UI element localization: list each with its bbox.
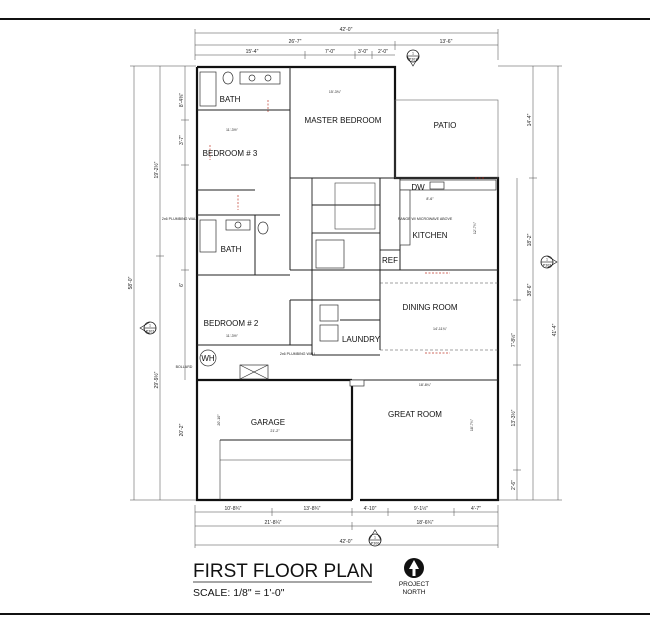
note-plumbing-mid: 2x6 PLUMBING WALL: [280, 352, 316, 356]
dim-right-mid1: 14'-4": [527, 113, 533, 126]
dim-kitchen-h: 12'-7¼": [473, 221, 477, 234]
bottom-dimensions: 10'-8¾" 13'-8¾" 4'-10" 9'-1½" 4'-7" 21'-…: [194, 505, 499, 548]
dim-master-w: 15'-3¾": [329, 90, 342, 94]
dim-right-inner2: 13'-3½": [510, 409, 517, 426]
plan-notes: 2x6 PLUMBING WALL 2x6 PLUMBING WALL RANG…: [162, 217, 453, 369]
label-bedroom2: BEDROOM # 2: [204, 319, 259, 328]
dim-left-inner3: 6': [179, 283, 185, 287]
red-annotations: [209, 100, 485, 354]
dim-great-w: 18'-8¼": [419, 383, 432, 387]
dim-right-mid3: 38'-6": [527, 283, 533, 296]
marker-left-sheet: P303: [146, 330, 154, 334]
toilet-lower: [257, 221, 269, 235]
bathtub-upper: [199, 71, 217, 107]
dim-bottom-left: 21'-8¼": [265, 520, 282, 526]
interior-walls: [197, 67, 498, 500]
label-wh: WH: [201, 354, 215, 363]
title-block: FIRST FLOOR PLAN SCALE: 1/8" = 1'-0": [193, 561, 373, 599]
vanity-upper: [239, 71, 281, 85]
section-marker-left[interactable]: 1 P303: [139, 321, 157, 335]
marker-bottom-num: 1: [374, 536, 376, 540]
label-ref: REF: [382, 256, 398, 265]
right-dimensions: 41'-4" 14'-4" 18'-2" 38'-6" 7'-8½" 13'-3…: [498, 65, 562, 501]
dim-right-outer: 41'-4": [552, 323, 558, 336]
label-bedroom3: BEDROOM # 3: [203, 149, 258, 158]
dim-left-inner4: 20'-2": [179, 423, 185, 436]
dim-bed3-w: 11'-3½": [226, 128, 239, 132]
label-kitchen: KITCHEN: [412, 231, 447, 240]
dim-bottom-seg2: 13'-8¾": [304, 506, 321, 512]
label-laundry: LAUNDRY: [342, 335, 381, 344]
dim-top-seg1: 15'-4": [246, 49, 259, 55]
plan-scale: SCALE: 1/8" = 1'-0": [193, 587, 285, 599]
note-range: RANGE W/ MICROWAVE ABOVE: [398, 217, 453, 221]
dim-top-right: 13'-6": [440, 39, 453, 45]
dim-kitchen-w: 8'-6": [426, 197, 434, 201]
dim-great-h: 18'-7¼": [470, 418, 474, 431]
dim-bottom-seg5: 4'-7": [471, 506, 481, 512]
dim-top-seg3: 3'-0": [358, 49, 368, 55]
fixtures: [199, 71, 497, 387]
dim-right-inner3: 2'-6": [511, 480, 517, 490]
dim-bottom-right: 18'-6¾": [417, 520, 434, 526]
dim-dining-w: 14'-11¾": [433, 327, 448, 331]
plan-title: FIRST FLOOR PLAN: [193, 561, 373, 582]
dim-bottom-seg4: 9'-1½": [414, 505, 428, 512]
north-arrow-icon: PROJECT NORTH: [399, 558, 429, 596]
marker-right-num: 1: [546, 258, 548, 262]
marker-top-num: 1: [412, 52, 414, 56]
toilet-upper: [222, 71, 234, 85]
kitchen-sink: [429, 181, 445, 190]
dim-garage-h: 20'-10": [217, 414, 221, 426]
section-marker-bottom[interactable]: 1 P300: [368, 529, 382, 547]
dim-left-inner1: 8'-4⅜": [179, 93, 185, 107]
dim-overall-top: 42'-0": [340, 27, 353, 33]
label-bath-upper: BATH: [220, 95, 241, 104]
water-heater: [199, 349, 217, 367]
dim-right-inner1: 7'-8½": [510, 333, 517, 347]
room-labels: BATH MASTER BEDROOM PATIO BEDROOM # 3 DW…: [201, 95, 458, 427]
dim-bed2-w: 11'-3½": [226, 334, 239, 338]
dim-bottom-overall: 42'-0": [340, 539, 353, 545]
label-bath-lower: BATH: [221, 245, 242, 254]
note-plumbing-left: 2x6 PLUMBING WALL: [162, 217, 198, 221]
bathtub-lower: [199, 219, 217, 253]
label-great-room: GREAT ROOM: [388, 410, 442, 419]
left-dimensions: 58'-0" 19'-2½" 29'-9½" 8'-4⅜" 3'-7" 6' 2…: [128, 65, 196, 501]
dim-left-mid1: 19'-2½": [153, 161, 160, 178]
dim-right-mid2: 18'-2": [527, 233, 533, 246]
kitchen-counter: [399, 179, 497, 191]
section-marker-top[interactable]: 1 P301: [406, 49, 420, 67]
dim-left-mid2: 29'-9½": [153, 371, 160, 388]
dim-top-seg2: 7'-0": [325, 49, 335, 55]
marker-left-num: 1: [149, 324, 151, 328]
marker-bottom-sheet: P300: [371, 542, 379, 546]
room-dims: 15'-3¾" 11'-3½" 11'-3½" 14'-11¾" 18'-8¼"…: [217, 90, 477, 433]
exterior-walls: [195, 65, 500, 502]
top-dimensions: 42'-0" 26'-7" 13'-6" 15'-4" 7'-0" 3'-0" …: [194, 27, 499, 60]
note-bollard: BOLLARD: [176, 365, 193, 369]
dim-left-inner2: 3'-7": [179, 135, 185, 145]
dim-bottom-seg3: 4'-10": [364, 506, 377, 512]
dim-bottom-seg1: 10'-8¾": [225, 506, 242, 512]
dim-garage-w: 21'-2": [270, 429, 280, 433]
label-dining-room: DINING ROOM: [402, 303, 457, 312]
label-master-bedroom: MASTER BEDROOM: [305, 116, 382, 125]
label-patio: PATIO: [434, 121, 457, 130]
label-garage: GARAGE: [251, 418, 285, 427]
north-label-1: PROJECT: [399, 581, 429, 588]
marker-top-sheet: P301: [409, 58, 417, 62]
dim-left-overall: 58'-0": [128, 276, 134, 289]
dim-top-left: 26'-7": [289, 39, 302, 45]
label-dw: DW: [411, 183, 425, 192]
kitchen-counter-side: [399, 189, 411, 246]
north-label-2: NORTH: [403, 589, 426, 596]
dim-top-seg4: 2'-0": [378, 49, 388, 55]
marker-right-sheet: P302: [543, 264, 551, 268]
section-marker-right[interactable]: 1 P302: [540, 255, 558, 269]
